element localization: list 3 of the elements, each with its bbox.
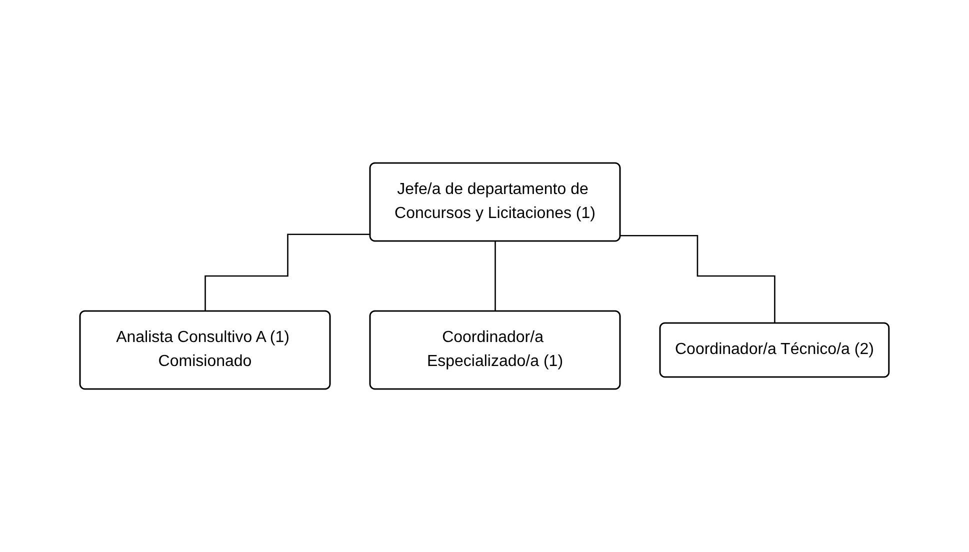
connector xyxy=(620,234,776,324)
connector xyxy=(494,240,496,312)
connector xyxy=(204,234,371,312)
